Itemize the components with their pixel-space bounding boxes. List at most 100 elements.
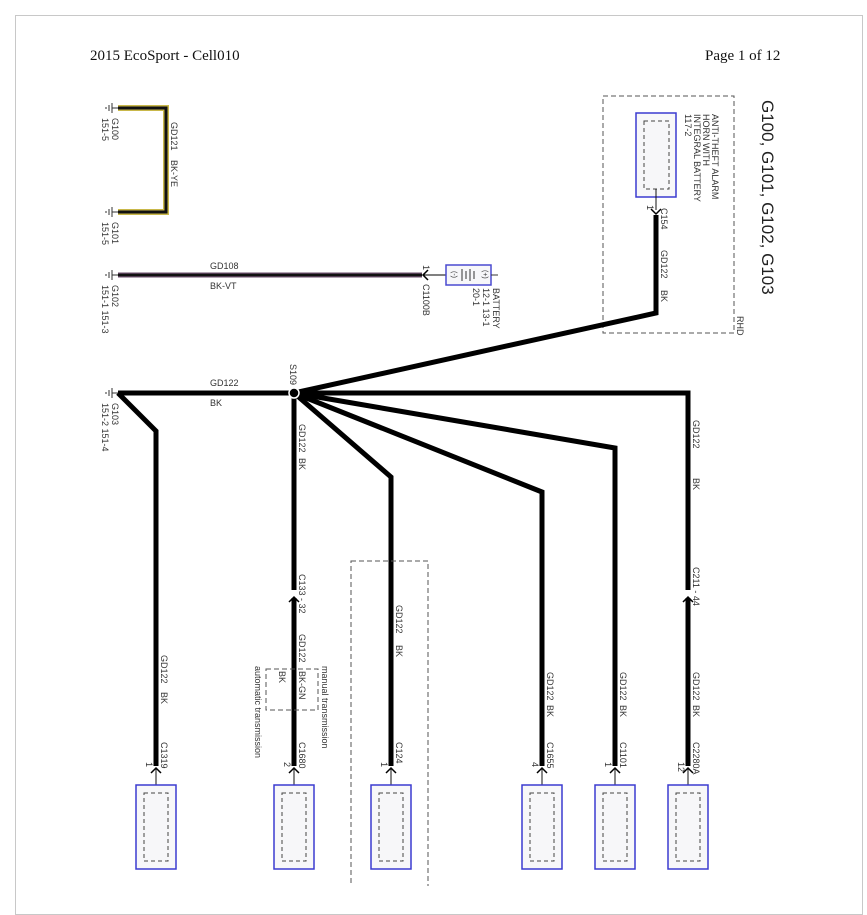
diagram-title: G100, G101, G102, G103 (758, 100, 777, 295)
c124-upper-color: BK (394, 645, 404, 657)
inline-connector-c133: C133 - 32 (297, 574, 307, 614)
rhd-region-label: RHD (735, 316, 745, 336)
inline-connector-c211: C211 - 44 (691, 567, 701, 606)
branch-c1655-pin: 4 (530, 762, 540, 767)
battery-ref2: 20-1 (471, 288, 481, 306)
c1680-upper-color: BK (297, 458, 307, 470)
branch-c1319-pin: 1 (144, 762, 154, 767)
alarm-wire-circuit: GD122 (659, 250, 669, 279)
wire-gd121 (118, 105, 169, 215)
transmission-option-box (265, 668, 319, 711)
automatic-transmission-label: automatic transmission (253, 666, 263, 758)
component-c1655 (521, 784, 563, 870)
wire-branch-c1101 (293, 390, 618, 766)
battery-plus-icon: (+) (481, 270, 488, 279)
ground-icon-g101 (105, 207, 118, 217)
main-wire-circuit: GD122 (210, 378, 239, 388)
branch-c1319-connector: C1319 (159, 742, 169, 769)
branch-c2280a-circuit: GD122 (691, 672, 701, 701)
component-c1655-inner (529, 792, 555, 862)
alarm-wire-color: BK (659, 290, 669, 302)
ground-g101-id: G101 (110, 222, 120, 244)
ground-g100-id: G100 (110, 118, 120, 140)
connector-c211-icon (682, 595, 694, 603)
main-wire-color: BK (210, 398, 222, 408)
component-c1680-inner (281, 792, 307, 862)
anti-theft-alarm-component (635, 112, 677, 210)
rhd-region-boundary (602, 95, 735, 334)
component-c1680 (273, 784, 315, 870)
branch-c1101-connector: C1101 (618, 742, 628, 768)
connector-c133-icon (288, 595, 300, 603)
alarm-label-line-3: INTEGRAL BATTERY (692, 114, 702, 202)
ground-icon-g100 (105, 103, 118, 113)
ground-g102-ref: 151-1 151-3 (100, 285, 110, 334)
component-c124 (370, 784, 412, 870)
component-c1101-inner (602, 792, 628, 862)
component-c2280a (667, 784, 709, 870)
c1680-lower-circuit: GD122 (297, 634, 307, 663)
branch-c1680-connector: C1680 (297, 742, 307, 769)
splice-s109-icon (288, 387, 300, 399)
document-title: 2015 EcoSport - Cell010 (90, 48, 240, 64)
ground-icon-g102 (105, 270, 118, 280)
connector-c1100b-icon (421, 269, 446, 281)
inline-gap-c133 (288, 590, 300, 598)
branch-c1680-pin: 2 (282, 762, 292, 767)
branch-c1319-color: BK (159, 692, 169, 704)
alarm-pin: 1 (645, 205, 655, 210)
battery-label: BATTERY (491, 288, 501, 329)
connector-c154-icon (650, 208, 662, 216)
c2280a-upper-circuit: GD122 (691, 420, 701, 449)
battery-component (445, 264, 498, 286)
branch-c1101-color: BK (618, 705, 628, 717)
component-c1101 (594, 784, 636, 870)
branch-c1655-circuit: GD122 (545, 672, 555, 701)
branch-c1655-connector: C1655 (545, 742, 555, 769)
c124-region-boundary (350, 560, 429, 886)
wire-branch-c1319 (116, 391, 159, 766)
branch-c1319-circuit: GD122 (159, 655, 169, 684)
component-c1319-inner (143, 792, 169, 862)
wire-gd108-color: BK-VT (210, 281, 237, 291)
branch-c2280a-color: BK (691, 705, 701, 717)
alarm-label-line-2: HORN WITH (701, 114, 711, 166)
c2280a-upper-color: BK (691, 478, 701, 490)
branch-c1101-circuit: GD122 (618, 672, 628, 701)
battery-minus-icon: (-) (450, 271, 457, 278)
inline-gap-c211 (682, 590, 694, 598)
battery-pin: 1 (421, 265, 431, 270)
branch-c1655-color: BK (545, 705, 555, 717)
ground-g100-ref: 151-5 (100, 118, 110, 141)
battery-refs: 12-1 13-1 (481, 288, 491, 327)
ground-g103-id: G103 (110, 403, 120, 425)
splice-id: S109 (288, 364, 298, 385)
manual-transmission-label: manual transmission (320, 666, 330, 749)
ground-g103-ref: 151-2 151-4 (100, 403, 110, 452)
branch-c2280a-connector: C2280A (691, 742, 701, 775)
wire-gd121-circuit: GD121 (169, 122, 179, 151)
ground-icon-g103 (105, 388, 118, 398)
battery-connector: C1100B (421, 284, 431, 316)
ground-g101-ref: 151-5 (100, 222, 110, 245)
wire-alarm-to-splice (293, 215, 659, 396)
manual-transmission-color: BK-GN (297, 671, 307, 700)
alarm-connector: C154 (659, 208, 669, 230)
component-c1319 (135, 784, 177, 870)
wiring-diagram: G100, G101, G102, G103 G100 151-5 G101 1… (100, 95, 777, 886)
branch-c2280a-pin: 12 (676, 762, 686, 772)
branch-c1101-pin: 1 (603, 762, 613, 767)
alarm-label-line-1: ANTI-THEFT ALARM (710, 114, 720, 199)
c1680-upper-circuit: GD122 (297, 424, 307, 453)
ground-g102-id: G102 (110, 285, 120, 307)
wire-gd108-circuit: GD108 (210, 261, 239, 271)
automatic-transmission-color: BK (277, 671, 287, 683)
alarm-label-line-4: 117-2 (683, 114, 693, 136)
wire-branch-c124 (292, 391, 394, 766)
component-c2280a-inner (675, 792, 701, 862)
branch-c124-connector: C124 (394, 742, 404, 764)
wire-branch-c1655 (293, 390, 545, 766)
branch-c124-pin: 1 (379, 762, 389, 767)
c124-upper-circuit: GD122 (394, 605, 404, 634)
